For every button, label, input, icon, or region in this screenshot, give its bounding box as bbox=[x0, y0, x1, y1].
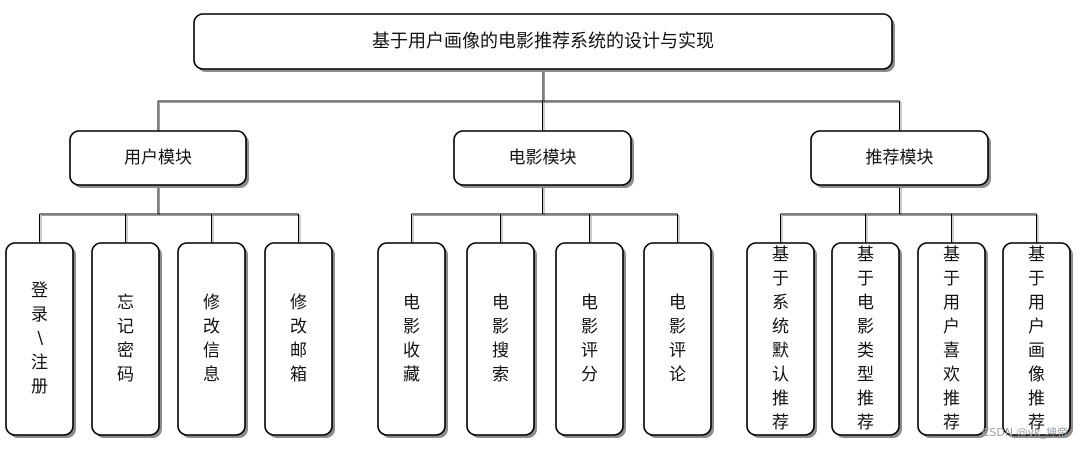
connector-lines bbox=[39, 69, 1039, 245]
leaf-label: 电影搜索 bbox=[492, 293, 509, 385]
module-title: 推荐模块 bbox=[866, 148, 934, 168]
watermark-text: CSDN @yk_坤帝 bbox=[982, 425, 1068, 439]
leaf-label: 基于用户画像推荐 bbox=[1028, 245, 1045, 433]
leaf-label: 电影评分 bbox=[581, 293, 598, 385]
leaf-label: 修改邮箱 bbox=[290, 293, 307, 385]
leaf-node: 电影评论 bbox=[643, 242, 714, 438]
leaf-node: 电影评分 bbox=[555, 242, 626, 438]
leaf-node: 电影搜索 bbox=[466, 242, 537, 438]
module-node-3: 推荐模块 bbox=[810, 130, 991, 188]
leaf-label: 忘记密码 bbox=[117, 293, 134, 385]
leaf-node: 登录∖注册 bbox=[5, 242, 76, 438]
leaf-label: 电影评论 bbox=[669, 293, 686, 385]
leaf-label: 基于用户喜欢推荐 bbox=[943, 245, 960, 433]
module-title: 电影模块 bbox=[509, 148, 577, 168]
module-node-1: 用户模块 bbox=[69, 130, 249, 188]
leaf-node: 忘记密码 bbox=[91, 242, 162, 438]
leaf-node: 基于用户喜欢推荐 bbox=[917, 242, 988, 438]
leaf-node: 基于系统默认推荐 bbox=[746, 242, 817, 438]
leaf-node: 修改信息 bbox=[177, 242, 248, 438]
leaf-label: 修改信息 bbox=[203, 293, 220, 385]
leaf-label: 基于系统默认推荐 bbox=[772, 245, 789, 433]
leaf-node: 电影收藏 bbox=[377, 242, 448, 438]
root-title: 基于用户画像的电影推荐系统的设计与实现 bbox=[372, 31, 714, 52]
leaf-node: 修改邮箱 bbox=[264, 242, 335, 438]
leaf-label: 电影收藏 bbox=[403, 293, 420, 385]
module-node-2: 电影模块 bbox=[453, 130, 634, 188]
leaf-node: 基于电影类型推荐 bbox=[831, 242, 902, 438]
leaf-node: 基于用户画像推荐 bbox=[1002, 242, 1073, 438]
leaf-label: 登录∖注册 bbox=[31, 281, 48, 397]
module-title: 用户模块 bbox=[124, 148, 192, 168]
leaf-label: 基于电影类型推荐 bbox=[857, 245, 874, 433]
root-node: 基于用户画像的电影推荐系统的设计与实现 bbox=[193, 13, 895, 72]
